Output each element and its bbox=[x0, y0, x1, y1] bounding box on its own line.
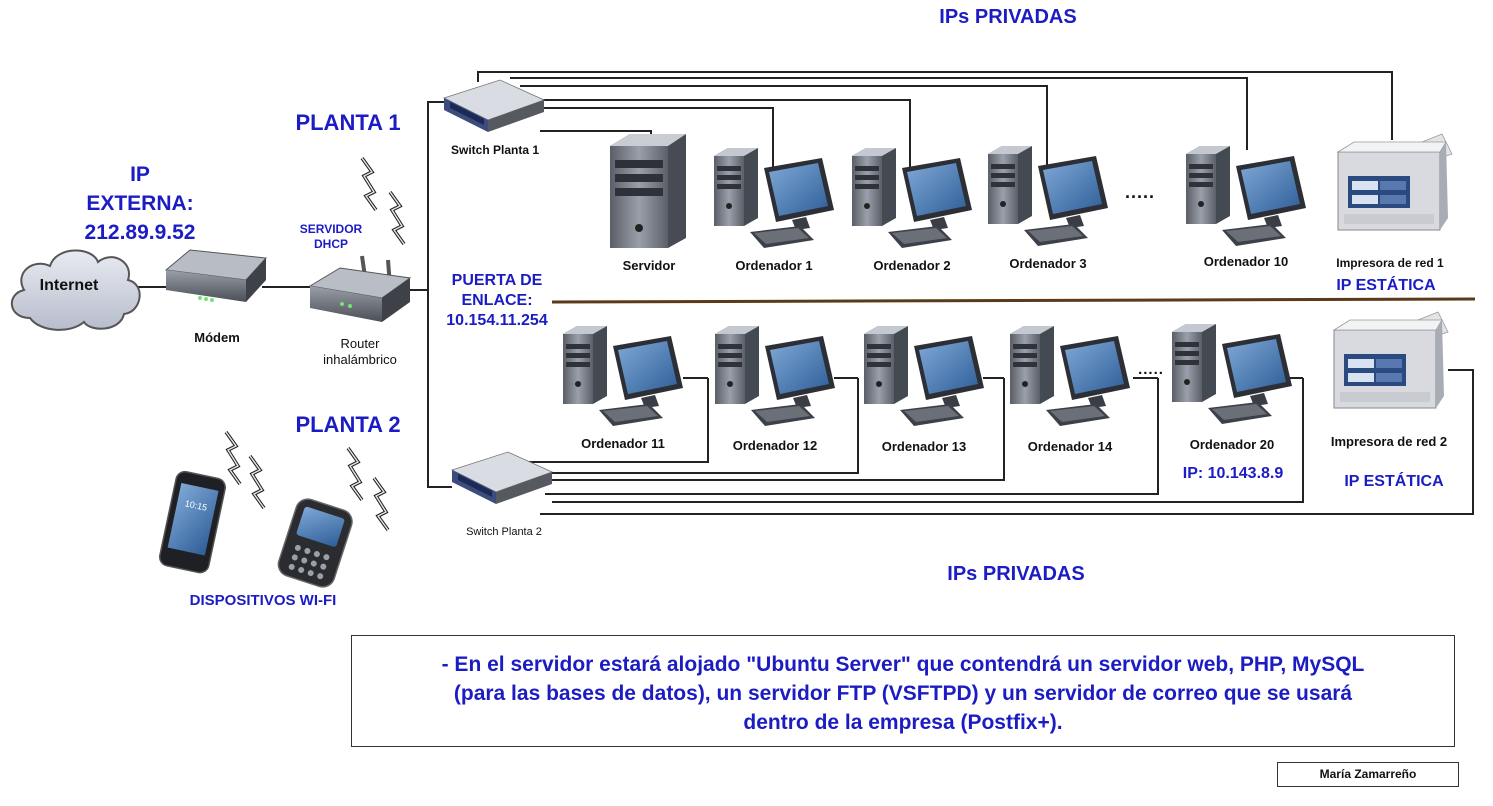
ordenador-13-icon bbox=[864, 326, 984, 426]
ordenador-3-label: Ordenador 3 bbox=[1009, 256, 1087, 271]
wifi-devices-label: DISPOSITIVOS WI-FI bbox=[189, 592, 337, 609]
wifi-signal-icon bbox=[388, 190, 406, 246]
ip-externa-line: IP bbox=[130, 163, 150, 186]
switch-planta-1-label: Switch Planta 1 bbox=[450, 143, 540, 157]
header-ips-privadas-bottom: IPs PRIVADAS bbox=[947, 563, 1085, 585]
ordenador-10-label: Ordenador 10 bbox=[1203, 254, 1289, 269]
planta-2-ellipsis: ..... bbox=[1138, 361, 1164, 378]
header-ips-privadas-top: IPs PRIVADAS bbox=[939, 6, 1077, 28]
ordenador-13-label: Ordenador 13 bbox=[881, 439, 967, 454]
planta-2-label: PLANTA 2 bbox=[295, 412, 401, 437]
phone-clock-text: 10:15 bbox=[184, 498, 208, 512]
ip-externa-label: IP EXTERNA: 212.89.9.52 bbox=[85, 160, 196, 247]
gateway-label-line: PUERTA DE bbox=[451, 272, 543, 289]
ordenador-2-icon bbox=[852, 148, 972, 248]
printer-1-label: Impresora de red 1 bbox=[1336, 256, 1444, 270]
printer-1-icon bbox=[1337, 133, 1453, 231]
server-icon bbox=[610, 134, 686, 248]
internet-label: Internet bbox=[39, 277, 99, 294]
wifi-signal-icon bbox=[372, 476, 390, 532]
wifi-signal-icon bbox=[360, 156, 378, 212]
modem-label: Módem bbox=[194, 330, 240, 345]
router-label: Router inhalámbrico bbox=[323, 336, 397, 368]
dhcp-label-line: DHCP bbox=[313, 237, 348, 251]
printer-1-ip-label: IP ESTÁTICA bbox=[1336, 277, 1436, 294]
ordenador-1-label: Ordenador 1 bbox=[735, 258, 813, 273]
author-credit: María Zamarreño bbox=[1277, 762, 1459, 787]
router-label-line: Router bbox=[340, 336, 380, 351]
modem-icon bbox=[164, 249, 268, 302]
printer-2-ip-label: IP ESTÁTICA bbox=[1344, 473, 1444, 490]
ordenador-10-icon bbox=[1186, 146, 1306, 246]
ordenador-20-label: Ordenador 20 bbox=[1189, 437, 1275, 452]
ip-externa-value: 212.89.9.52 bbox=[84, 221, 196, 244]
ordenador-11-icon bbox=[563, 326, 683, 426]
switch-planta-2-icon bbox=[451, 451, 553, 505]
gateway-ip-value: 10.154.11.254 bbox=[446, 312, 548, 329]
servidor-label: Servidor bbox=[622, 258, 676, 273]
note-text: - En el servidor estará alojado "Ubuntu … bbox=[441, 653, 1365, 734]
ip-externa-line: EXTERNA: bbox=[86, 192, 194, 215]
ordenador-14-icon bbox=[1010, 326, 1130, 426]
router-icon bbox=[308, 255, 412, 322]
gateway-label: PUERTA DE ENLACE: 10.154.11.254 bbox=[446, 271, 547, 331]
printer-2-icon bbox=[1333, 311, 1449, 409]
wifi-signal-icon bbox=[346, 446, 364, 502]
ordenador-20-ip-label: IP: 10.143.8.9 bbox=[1182, 465, 1284, 482]
network-cables bbox=[128, 71, 1474, 515]
floor-divider bbox=[551, 297, 1476, 304]
router-label-line: inhalámbrico bbox=[323, 352, 397, 367]
ordenador-12-label: Ordenador 12 bbox=[732, 438, 818, 453]
ordenador-14-label: Ordenador 14 bbox=[1027, 439, 1113, 454]
planta-1-label: PLANTA 1 bbox=[295, 110, 401, 135]
ordenador-20-icon bbox=[1172, 324, 1292, 424]
note-box: - En el servidor estará alojado "Ubuntu … bbox=[351, 635, 1455, 747]
switch-planta-2-label: Switch Planta 2 bbox=[466, 526, 542, 538]
internet-cloud-icon bbox=[10, 249, 141, 331]
planta-1-ellipsis: ..... bbox=[1124, 182, 1156, 202]
ordenador-2-label: Ordenador 2 bbox=[873, 258, 951, 273]
printer-2-label: Impresora de red 2 bbox=[1330, 434, 1448, 449]
wifi-signal-icon bbox=[248, 454, 266, 510]
keyboard-phone-icon bbox=[277, 498, 353, 588]
ordenador-12-icon bbox=[715, 326, 835, 426]
switch-planta-1-icon bbox=[443, 79, 545, 133]
ordenador-11-label: Ordenador 11 bbox=[581, 436, 665, 451]
gateway-label-line: ENLACE: bbox=[461, 292, 533, 309]
smartphone-icon: 10:15 bbox=[158, 470, 226, 574]
dhcp-label-line: SERVIDOR bbox=[299, 222, 363, 236]
wifi-signal-icon bbox=[224, 430, 242, 486]
dhcp-label: SERVIDOR DHCP bbox=[300, 222, 362, 252]
